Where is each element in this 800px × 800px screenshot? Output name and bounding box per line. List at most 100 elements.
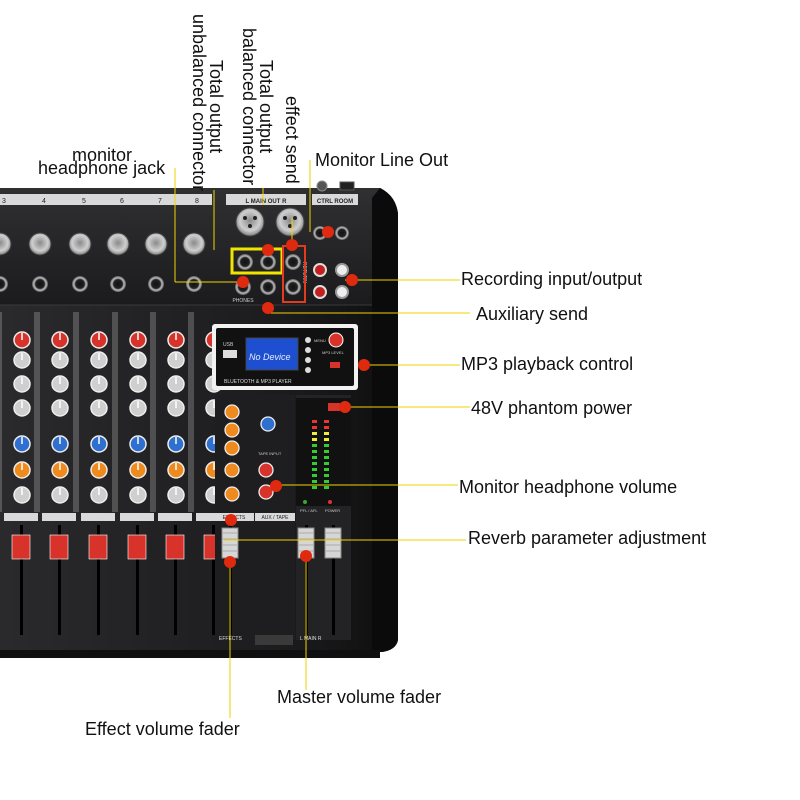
mp3-menu-label: MENU [314,338,326,343]
return-jack[interactable] [285,279,301,295]
line-input-jack[interactable] [72,276,88,292]
marker-mp3 [358,359,370,371]
usb-port[interactable] [223,350,237,358]
channel-fader[interactable] [165,534,185,560]
marker-monitor-jack [237,276,249,288]
vu-led-left [312,444,317,447]
unbalanced-out-right-jack[interactable] [260,254,276,270]
unbalanced-out-left-jack[interactable] [237,254,253,270]
phones-label: PHONES [232,298,254,304]
vu-led-left [312,432,317,435]
marker-monitor-line-out [322,226,334,238]
channel-number-label: 6 [120,198,124,205]
vu-led-right [324,450,329,453]
power-switch[interactable] [339,181,355,191]
line-input-jack[interactable] [186,276,202,292]
channel-number-label: 7 [158,198,162,205]
channel-number-label: 5 [82,198,86,205]
mp3-player-label: BLUETOOTH & MP3 PLAYER [224,379,292,385]
vu-led-left [312,462,317,465]
marker-balanced [262,244,274,256]
vu-led-right [324,456,329,459]
master-knob[interactable] [258,484,274,500]
effects-fader[interactable] [221,527,239,559]
mp3-play-button[interactable] [305,367,311,373]
channel-fader[interactable] [49,534,69,560]
rca-out-white[interactable] [335,285,349,299]
vu-led-right [324,426,329,429]
channel-fader[interactable] [127,534,147,560]
master-knob[interactable] [224,422,240,438]
callout-master-fader: Master volume fader [277,687,442,707]
line-input-jack[interactable] [32,276,48,292]
master-knob[interactable] [224,404,240,420]
master-right-fader[interactable] [324,527,342,559]
rca-in-red[interactable] [313,263,327,277]
marker-recording [346,274,358,286]
phantom-power-switch[interactable] [328,403,340,411]
mp3-prev-button[interactable] [305,347,311,353]
callout-monitor-jack-line1: monitor [72,145,133,165]
mp3-screen [245,337,299,371]
line-input-jack[interactable] [110,276,126,292]
mic-xlr-input[interactable] [182,232,206,256]
mic-xlr-input[interactable] [106,232,130,256]
channel-number-label: 4 [42,198,46,205]
callout-effect-fader: Effect volume fader [85,719,240,739]
master-knob[interactable] [224,440,240,456]
line-input-jack[interactable] [148,276,164,292]
marker-effect-fader [224,556,236,568]
power-connector[interactable] [316,180,328,192]
main-lr-label: L MAIN R [300,636,322,642]
mp3-screen-text: No Device [249,352,291,362]
callout-markers [224,226,370,568]
vu-meters [312,420,329,489]
mp3-level-knob[interactable] [328,332,344,348]
effect-send-jack[interactable] [285,254,301,270]
mp3-next-button[interactable] [305,357,311,363]
vu-led-right [324,432,329,435]
marker-aux-send [262,302,274,314]
master-knob[interactable] [260,416,276,432]
vu-led-left [312,450,317,453]
line-input-jack[interactable] [0,276,8,292]
callout-balanced-line2: balanced connector [239,28,259,186]
vu-led-left [312,426,317,429]
mp3-mode-switch[interactable] [330,362,340,368]
mp3-player-module: No Device USB BLUETOOTH & MP3 PLAYER MEN… [212,324,358,390]
master-knob[interactable] [224,486,240,502]
aux-send-jack[interactable] [260,279,276,295]
mp3-menu-button[interactable] [305,337,311,343]
mic-xlr-input[interactable] [144,232,168,256]
rca-out-red[interactable] [313,285,327,299]
master-knobs [224,404,276,502]
mic-xlr-input[interactable] [0,232,12,256]
vu-led-right [324,462,329,465]
channel-fader[interactable] [11,534,31,560]
main-out-right-xlr[interactable] [275,207,305,237]
mic-xlr-input[interactable] [68,232,92,256]
vu-led-left [312,420,317,423]
callout-headphone-volume: Monitor headphone volume [459,477,678,497]
callout-effect-send: effect send [282,96,302,184]
pfl-label: PFL / AFL [300,508,318,513]
vu-led-left [312,438,317,441]
channel-number-label: 8 [195,198,199,205]
callout-lines [174,160,470,718]
rca-in-white[interactable] [335,263,349,277]
vu-led-left [312,456,317,459]
master-knob[interactable] [258,462,274,478]
marker-master-fader [300,550,312,562]
mic-xlr-input[interactable] [28,232,52,256]
callout-monitor-jack-line2: headphone jack [38,158,166,178]
marker-effect-send [286,239,298,251]
main-out-left-xlr[interactable] [235,207,265,237]
marker-phantom [339,401,351,413]
master-knob[interactable] [224,462,240,478]
vu-led-right [324,474,329,477]
channel-number-label: 3 [2,198,6,205]
ctrl-room-right-jack[interactable] [335,226,349,240]
channel-fader[interactable] [88,534,108,560]
vu-led-right [324,480,329,483]
